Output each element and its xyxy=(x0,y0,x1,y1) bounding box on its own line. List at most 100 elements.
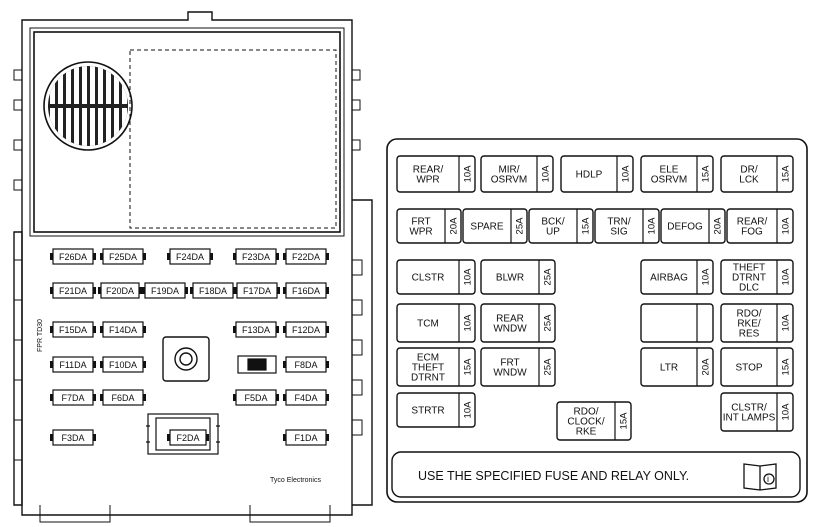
fuse-label: F21DA xyxy=(59,286,87,296)
brand-label: Tyco Electronics xyxy=(270,477,321,484)
circuit-label: DTRNT xyxy=(732,273,766,284)
circuit-label: SPARE xyxy=(470,222,503,233)
circuit-label: WNDW xyxy=(493,368,527,379)
fuse-label: F22DA xyxy=(292,252,320,262)
center-relay-socket xyxy=(162,336,210,382)
circuit-label: STRTR xyxy=(411,406,444,417)
manual-book-icon: i xyxy=(743,463,777,491)
circuit-label: RKE/ xyxy=(737,319,761,330)
amp-rating: 10A xyxy=(463,314,474,332)
fuse-f24: F24DA xyxy=(167,248,213,265)
circuit-label: UP xyxy=(546,227,560,238)
fuse-f26: F26DA xyxy=(50,248,96,265)
amp-rating: 25A xyxy=(543,268,554,286)
main-fuse-housing xyxy=(146,413,220,455)
circuit-label: CLSTR/ xyxy=(731,403,767,414)
fuse-f3: F3DA xyxy=(50,429,96,446)
amp-rating: 15A xyxy=(463,358,474,376)
circuit-label: THEFT xyxy=(412,363,444,374)
circuit-label: DTRNT xyxy=(411,373,445,384)
circuit-label: WPR xyxy=(416,175,439,186)
fuse-warning-note: USE THE SPECIFIED FUSE AND RELAY ONLY. xyxy=(418,469,689,483)
fuse-cell-strtr: 10A STRTR xyxy=(396,392,476,428)
fuse-f23: F23DA xyxy=(233,248,279,265)
amp-rating: 10A xyxy=(781,314,792,332)
circuit-label: LTR xyxy=(660,363,678,374)
amp-rating: 10A xyxy=(781,403,792,421)
fuse-f8: F8DA xyxy=(283,356,329,373)
circuit-label: RDO/ xyxy=(737,309,762,320)
legend-panel xyxy=(386,138,808,503)
fuse-f13: F13DA xyxy=(233,321,279,338)
circuit-label: RES xyxy=(739,329,760,340)
fuse-f7: F7DA xyxy=(50,389,96,406)
circuit-label: TRN/ xyxy=(607,217,631,228)
left-fuse-box xyxy=(13,11,373,523)
circuit-label: REAR xyxy=(496,314,524,325)
circuit-label: OSRVM xyxy=(651,175,688,186)
circuit-label: TCM xyxy=(417,319,439,330)
circuit-label: WPR xyxy=(409,227,432,238)
fuse-cell-blwr: 25A BLWR xyxy=(480,259,556,295)
circuit-label: CLOCK/ xyxy=(567,417,604,428)
amp-rating: 20A xyxy=(701,358,712,376)
amp-rating: 10A xyxy=(463,165,474,183)
fuse-f16: F16DA xyxy=(283,282,329,299)
circuit-label: RKE xyxy=(576,427,597,438)
fuse-label: F10DA xyxy=(109,360,137,370)
fuse-label: F18DA xyxy=(199,286,227,296)
fuse-f10: F10DA xyxy=(100,356,146,373)
fuse-label: F6DA xyxy=(111,393,134,403)
amp-rating: 15A xyxy=(701,165,712,183)
fuse-f14: F14DA xyxy=(100,321,146,338)
fuse-label: F20DA xyxy=(106,286,134,296)
circuit-label: ECM xyxy=(417,353,439,364)
amp-rating: 15A xyxy=(781,358,792,376)
fuse-label: F5DA xyxy=(244,393,267,403)
circuit-label: ELE xyxy=(660,165,679,176)
circuit-label: RDO/ xyxy=(574,407,599,418)
amp-rating: 25A xyxy=(543,358,554,376)
circuit-label: DEFOG xyxy=(667,222,703,233)
circuit-label: SIG xyxy=(610,227,627,238)
fuse-f21: F21DA xyxy=(50,282,96,299)
circuit-label: FRT xyxy=(411,217,430,228)
fuse-label: F17DA xyxy=(243,286,271,296)
small-relay xyxy=(237,355,277,374)
fuse-label: F13DA xyxy=(242,325,270,335)
fuse-label: F8DA xyxy=(294,360,317,370)
amp-rating: 15A xyxy=(581,217,592,235)
fuse-label: F4DA xyxy=(294,393,317,403)
fuse-label: F7DA xyxy=(61,393,84,403)
fuse-f12: F12DA xyxy=(283,321,329,338)
circuit-label: BLWR xyxy=(496,273,524,284)
fuse-f5: F5DA xyxy=(233,389,279,406)
circuit-label: LCK xyxy=(739,175,759,186)
fuse-f6: F6DA xyxy=(100,389,146,406)
circuit-label: DR/ xyxy=(740,165,757,176)
fuse-label: F15DA xyxy=(59,325,87,335)
fuse-f25: F25DA xyxy=(100,248,146,265)
fuse-label: F16DA xyxy=(292,286,320,296)
fuse-label: F14DA xyxy=(109,325,137,335)
fuse-cell-tcm: 10A TCM xyxy=(396,303,476,343)
amp-rating: 10A xyxy=(463,401,474,419)
fuse-label: F12DA xyxy=(292,325,320,335)
fuse-label: F24DA xyxy=(176,252,204,262)
info-glyph: i xyxy=(767,474,769,484)
